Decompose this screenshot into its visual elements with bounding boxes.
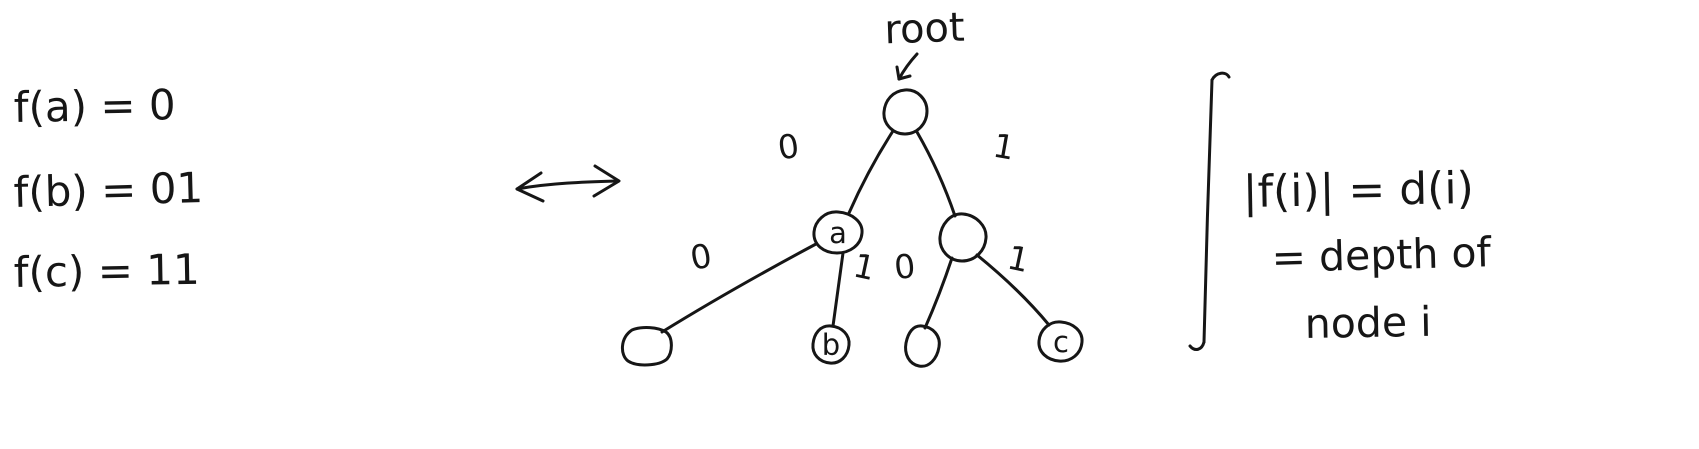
equation-line-fb: f(b) = 01 — [13, 163, 204, 217]
equation-line-fc: f(c) = 11 — [13, 245, 200, 297]
edge-r-leaf — [923, 256, 954, 330]
edge-label-r-c: 1 — [1004, 237, 1033, 280]
root-pointer-arrow-icon — [895, 52, 919, 81]
leaf-node-empty-left — [621, 326, 673, 367]
leaf-node-empty-right — [904, 324, 941, 368]
annotation-line-2: = depth of — [1271, 228, 1493, 282]
node-label-c: c — [1053, 325, 1069, 359]
edge-a-b — [831, 251, 845, 328]
edge-label-root-a: 0 — [775, 126, 801, 168]
node-b — [811, 324, 851, 365]
edge-root-r — [915, 130, 957, 218]
edge-label-a-b: 1 — [850, 245, 879, 288]
edge-label-r-leaf: 0 — [892, 246, 917, 287]
node-inner-right — [938, 212, 988, 263]
edge-label-root-r: 1 — [990, 126, 1017, 168]
edge-label-a-leaf: 0 — [687, 236, 714, 278]
node-a — [812, 210, 864, 255]
annotation-line-1: |f(i)| = d(i) — [1242, 163, 1474, 218]
root-node — [882, 88, 929, 136]
node-label-b: b — [822, 328, 840, 362]
depth-bracket — [1188, 71, 1231, 351]
node-c — [1037, 320, 1084, 363]
edge-root-a — [847, 129, 895, 215]
root-caption: root — [884, 5, 966, 54]
annotation-line-3: node i — [1304, 298, 1432, 348]
edge-a-leaf — [660, 242, 818, 334]
edge-r-c — [975, 253, 1051, 327]
equation-line-fa: f(a) = 0 — [13, 80, 176, 132]
node-label-a: a — [829, 216, 847, 250]
double-arrow-icon — [515, 164, 621, 203]
